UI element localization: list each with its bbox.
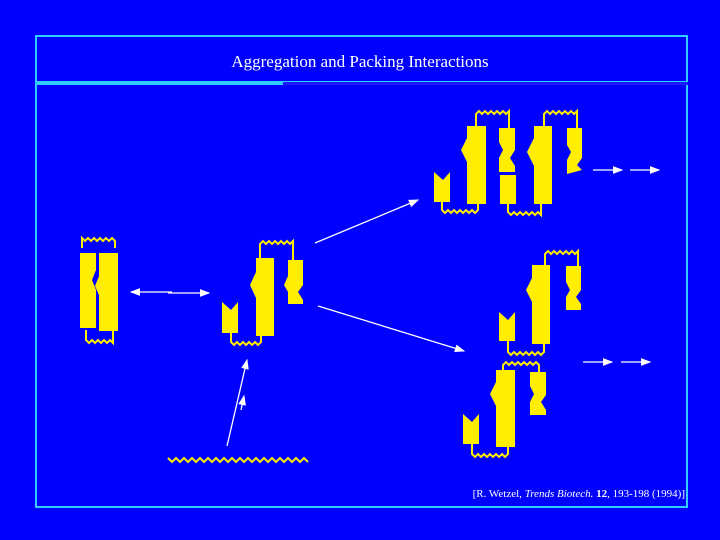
unfolded-to-intermediate-arrow-short [238,394,246,411]
native-monomer [80,235,118,346]
native-top-loop [81,235,116,248]
citation: [R. Wetzel, Trends Biotech. 12, 193-198 … [473,488,685,500]
upper-dimer [434,108,582,218]
lower-strand-free-bottom [463,414,479,444]
upper-strand-1 [461,126,486,204]
lower-strand-free-top [499,312,515,341]
upper-strand-5 [567,128,582,174]
slide-frame [35,35,688,508]
citation-journal: Trends Biotech. [524,488,594,500]
native-strand-a [80,253,96,328]
citation-suffix: , 193-198 (1994)] [607,488,685,500]
citation-volume: 12 [596,488,608,500]
lower-middle-loop [507,341,545,357]
upper-top-loop-a [475,108,510,130]
slide-title: Aggregation and Packing Interactions [231,52,489,71]
intermediate-top-loop [259,238,294,262]
intermediate-bottom-loop [230,333,262,347]
upper-strand-3 [500,175,516,204]
title-underline-shadow [283,82,688,85]
native-strand-b [95,253,118,331]
upper-bottom-loop-b [507,204,542,218]
upper-strand-4 [527,126,552,204]
lower-strand-3 [490,370,515,447]
lower-bottom-loop [471,444,509,459]
lower-strand-4 [530,372,546,415]
native-bottom-loop [85,330,114,346]
pathway-arrow-lower [317,305,466,353]
lower-strand-2 [566,266,581,310]
upper-bottom-loop-a [441,202,479,215]
upper-strand-2 [499,128,515,172]
pathway-arrow-upper [314,199,420,244]
lower-aggregate [463,248,581,459]
lower-strand-1 [526,265,550,344]
intermediate-monomer [222,238,303,347]
lower-top-loop [544,248,579,268]
unfolded-chain [167,456,309,464]
upper-strand-free [434,172,450,202]
intermediate-strand-free [222,302,238,333]
intermediate-strand-main [250,258,274,336]
upper-top-loop-b [543,108,578,130]
lower-connect-loop [502,360,540,375]
unfolded-to-intermediate-arrow [226,358,249,447]
intermediate-strand-side [284,260,303,304]
citation-prefix: [R. Wetzel, [472,488,525,500]
